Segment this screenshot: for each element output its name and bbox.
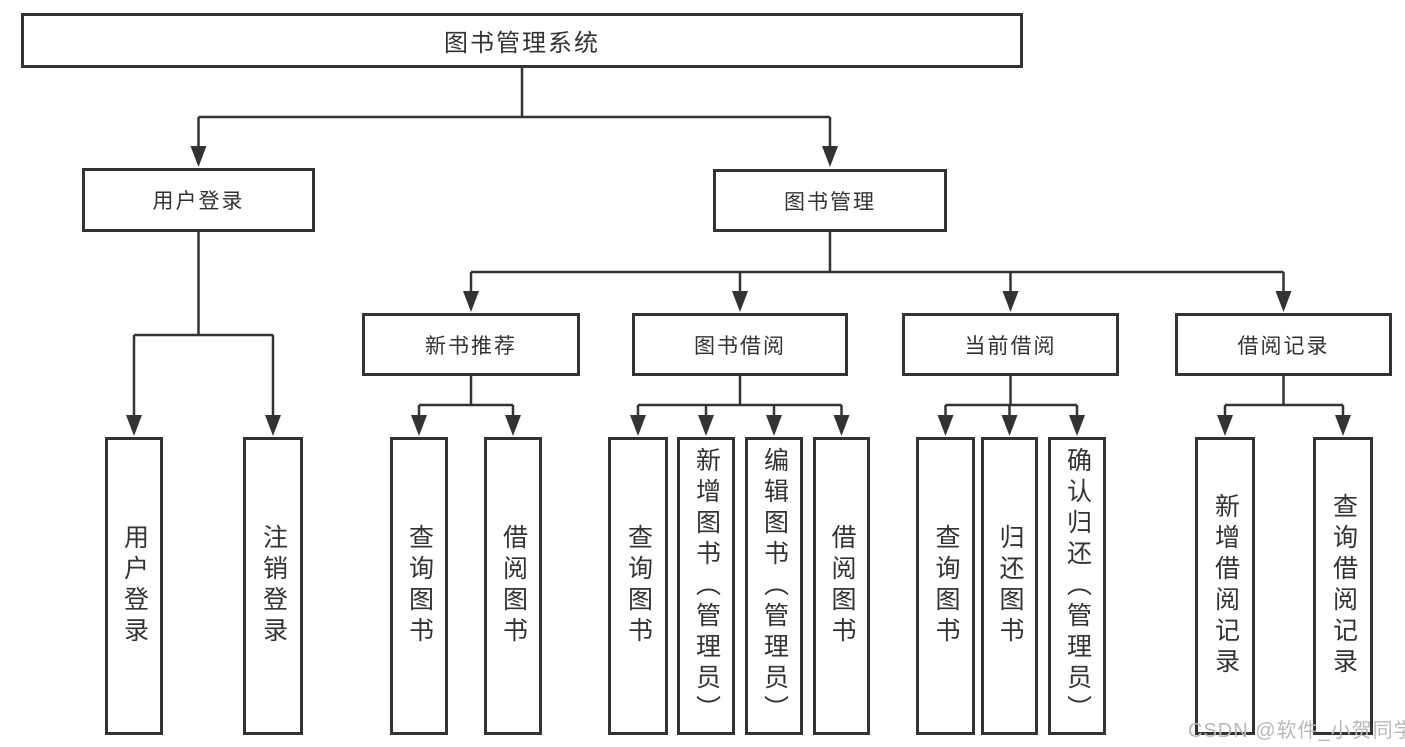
node-borrow-records-label: 借阅记录	[1237, 334, 1330, 358]
node-current-borrow: 当前借阅	[902, 313, 1119, 376]
node-book-borrow-label: 图书借阅	[694, 334, 786, 358]
node-new-book-recommend-label: 新书推荐	[425, 334, 517, 358]
leaf-query-books-recommend: 查询图书	[390, 437, 448, 735]
node-new-book-recommend: 新书推荐	[362, 313, 580, 376]
leaf-label: 查询图书	[624, 524, 653, 648]
leaf-label: 查询图书	[932, 524, 960, 648]
node-user-login: 用户登录	[82, 168, 315, 232]
leaf-label: 查询借阅记录	[1329, 493, 1358, 679]
leaf-label: 借阅图书	[828, 524, 856, 648]
node-book-management-label: 图书管理	[784, 190, 876, 214]
node-root-label: 图书管理系统	[444, 30, 600, 57]
leaf-query-books-borrow: 查询图书	[608, 437, 668, 735]
leaf-confirm-return-admin: 确认归还（管理员）	[1048, 437, 1106, 735]
leaf-borrow-books-recommend: 借阅图书	[484, 437, 542, 735]
leaf-logout: 注销登录	[243, 437, 303, 735]
node-user-login-label: 用户登录	[152, 190, 245, 213]
node-book-borrow: 图书借阅	[632, 313, 848, 376]
leaf-query-borrow-record: 查询借阅记录	[1313, 437, 1373, 735]
leaf-label: 新增借阅记录	[1211, 493, 1240, 679]
leaf-label: 编辑图书（管理员）	[760, 446, 789, 726]
leaf-label: 注销登录	[259, 524, 288, 648]
leaf-label: 借阅图书	[499, 524, 528, 648]
node-borrow-records: 借阅记录	[1175, 313, 1392, 376]
leaf-user-login: 用户登录	[105, 437, 163, 735]
leaf-add-books-admin: 新增图书（管理员）	[677, 437, 735, 735]
leaf-query-books-current: 查询图书	[916, 437, 975, 735]
node-root: 图书管理系统	[21, 13, 1023, 68]
leaf-add-borrow-record: 新增借阅记录	[1195, 437, 1255, 735]
leaf-label: 确认归还（管理员）	[1063, 446, 1092, 726]
leaf-edit-books-admin: 编辑图书（管理员）	[745, 437, 803, 735]
node-current-borrow-label: 当前借阅	[964, 334, 1057, 358]
leaf-label: 用户登录	[120, 524, 149, 648]
leaf-borrow-books: 借阅图书	[813, 437, 870, 735]
leaf-return-books: 归还图书	[981, 437, 1038, 735]
leaf-label: 新增图书（管理员）	[692, 446, 721, 726]
leaf-label: 查询图书	[405, 524, 434, 648]
leaf-label: 归还图书	[996, 524, 1024, 648]
node-book-management: 图书管理	[713, 169, 947, 232]
csdn-watermark: CSDN @软件_小贺同学	[1188, 720, 1405, 742]
